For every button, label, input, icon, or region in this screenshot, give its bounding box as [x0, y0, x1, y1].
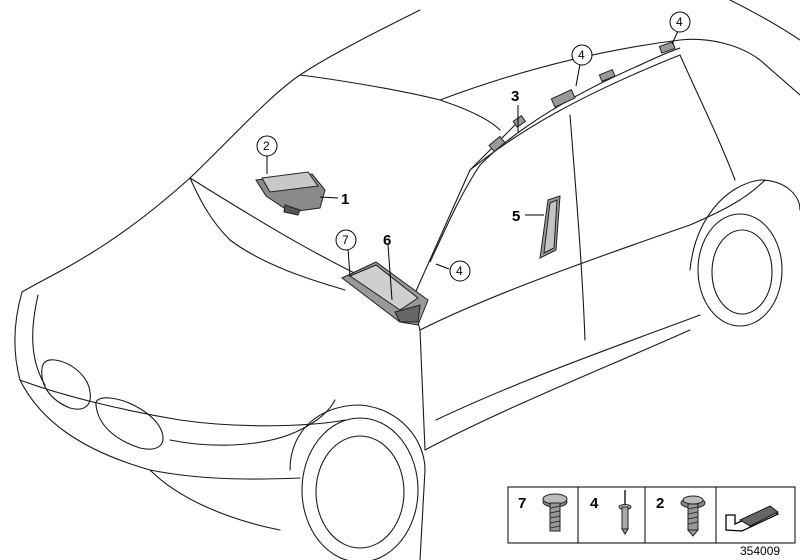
legend-item-2-label: 2: [656, 495, 664, 512]
side-airbag-unit: [539, 195, 561, 259]
legend-item-4-label: 4: [590, 495, 599, 512]
callout-4c: 4: [456, 264, 463, 278]
callout-7: 7: [342, 233, 349, 247]
diagram-id: 354009: [740, 544, 780, 558]
callout-6: 6: [383, 232, 391, 249]
callout-labels: 1 2 3 4 4 4 5 6 7: [256, 11, 691, 282]
callout-2: 2: [263, 139, 270, 153]
hood-outline: [21, 9, 421, 293]
passenger-airbag-module: [255, 171, 326, 216]
front-wheel: [301, 417, 419, 560]
front-bumper-outline: [14, 291, 301, 480]
flange-screw-icon: [680, 495, 706, 537]
callout-4b: 4: [676, 15, 683, 29]
head-airbag-curtain: [429, 41, 681, 263]
forward-direction-arrow-icon: [725, 505, 780, 532]
vehicle-outline: [14, 0, 800, 560]
callout-5: 5: [512, 208, 520, 225]
callout-4c-ring: [449, 260, 471, 282]
fastener-legend: 7 4 2: [507, 486, 796, 544]
callout-3: 3: [511, 88, 519, 105]
leader-lines: [266, 30, 679, 301]
torx-screw-icon: [542, 493, 568, 532]
blind-rivet-icon: [618, 490, 632, 535]
callout-4b-ring: [669, 11, 691, 33]
callout-1: 1: [341, 191, 349, 208]
right-kidney-grille: [95, 397, 164, 450]
rear-wheel-arch: [689, 179, 800, 271]
callout-4a: 4: [578, 48, 585, 62]
legend-item-7-label: 7: [518, 495, 526, 512]
callout-2-ring: [256, 135, 278, 157]
roof-outline: [439, 38, 800, 101]
callout-4a-ring: [571, 44, 593, 66]
front-wheel-arch: [289, 404, 426, 560]
left-kidney-grille: [41, 359, 91, 410]
rear-wheel: [697, 213, 783, 327]
callout-7-ring: [335, 229, 357, 251]
knee-airbag-module: [341, 261, 429, 326]
